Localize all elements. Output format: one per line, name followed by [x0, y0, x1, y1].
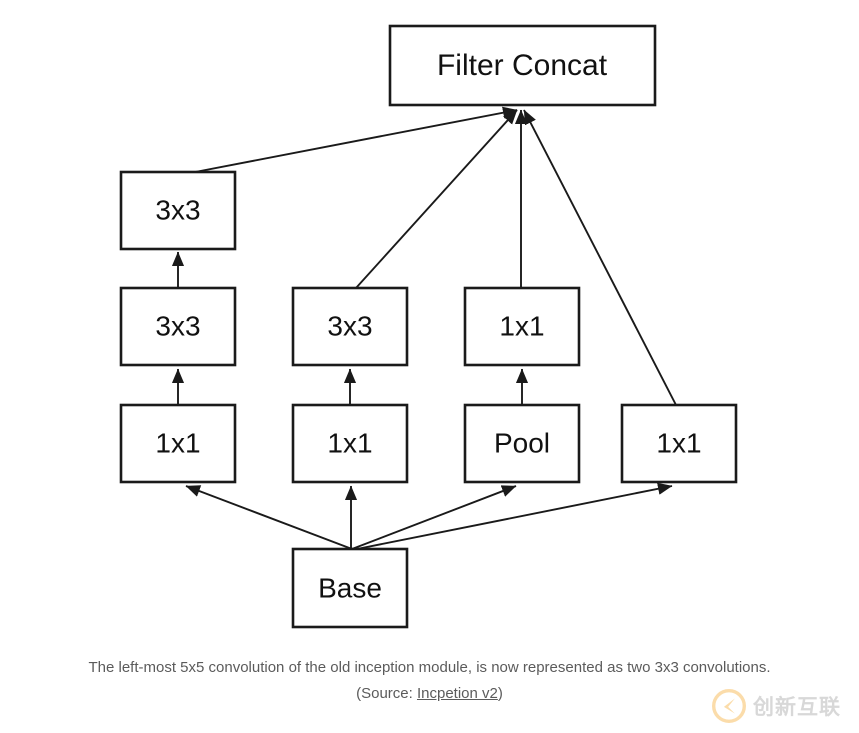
caption-source-prefix: (Source: — [356, 685, 417, 702]
node-branch2-bottom-1x1[interactable]: 1x1 — [291, 403, 409, 484]
node-branch1-mid-3x3-label: 3x3 — [155, 310, 200, 341]
edge-base-to-branch1-1x1 — [185, 485, 353, 550]
node-branch2-bottom-1x1-label: 1x1 — [327, 427, 372, 458]
edge-branch2-3x3-to-filter-concat — [355, 109, 518, 289]
node-base-label: Base — [318, 572, 382, 603]
source-link[interactable]: Incpetion v2 — [416, 685, 498, 702]
node-base[interactable]: Base — [291, 547, 409, 629]
figure-caption: The left-most 5x5 convolution of the old… — [0, 655, 859, 707]
edge-branch4-1x1-to-filter-concat — [523, 109, 677, 406]
caption-line-1: The left-most 5x5 convolution of the old… — [88, 659, 771, 676]
node-filter-concat[interactable]: Filter Concat — [388, 24, 657, 107]
node-branch4-1x1[interactable]: 1x1 — [620, 403, 738, 484]
caption-source-suffix: ) — [497, 685, 503, 702]
node-branch4-1x1-label: 1x1 — [656, 427, 701, 458]
node-branch3-mid-1x1[interactable]: 1x1 — [463, 286, 581, 367]
node-branch2-mid-3x3[interactable]: 3x3 — [291, 286, 409, 367]
node-branch3-bottom-pool[interactable]: Pool — [463, 403, 581, 484]
node-branch2-mid-3x3-label: 3x3 — [327, 310, 372, 341]
node-branch1-bottom-1x1[interactable]: 1x1 — [119, 403, 237, 484]
node-branch1-top-3x3[interactable]: 3x3 — [119, 170, 237, 251]
caption-line-2: (Source: Incpetion v2) — [0, 681, 859, 707]
edge-base-to-branch4-1x1 — [351, 482, 673, 551]
edge-base-to-pool — [351, 485, 517, 550]
edge-branch1-3x3-to-filter-concat — [189, 106, 518, 174]
node-branch3-bottom-pool-label: Pool — [494, 427, 550, 458]
node-branch1-bottom-1x1-label: 1x1 — [155, 427, 200, 458]
node-filter-concat-label: Filter Concat — [437, 49, 608, 82]
node-branch3-mid-1x1-label: 1x1 — [499, 310, 544, 341]
node-branch1-mid-3x3[interactable]: 3x3 — [119, 286, 237, 367]
node-branch1-top-3x3-label: 3x3 — [155, 194, 200, 225]
